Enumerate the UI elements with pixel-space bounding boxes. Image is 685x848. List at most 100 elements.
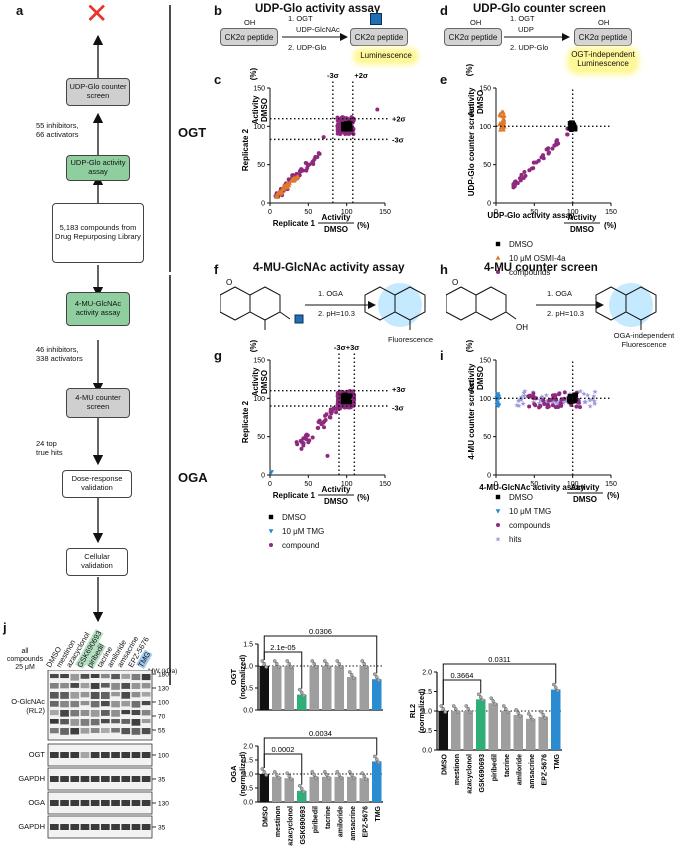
f-readout: Fluorescence [388, 335, 434, 344]
dmso-point [568, 121, 573, 126]
band [50, 710, 59, 716]
y-label-group: OGA(normalized) [229, 751, 247, 796]
compound-point [335, 131, 340, 136]
bar [513, 714, 523, 750]
compound-point [541, 156, 546, 161]
band [141, 719, 151, 724]
replicate-point [285, 771, 290, 775]
x-axis-activity: Activity [571, 483, 600, 492]
threshold-label: -3σ [327, 71, 339, 80]
dmso-point [346, 122, 351, 127]
hit-point: ★ [564, 395, 570, 403]
panel-label-d: d [440, 3, 448, 18]
compound-point [556, 404, 561, 409]
replicate-point [360, 659, 365, 663]
x-label-group: GSK690693 [300, 806, 307, 845]
legend-item: DMSO [487, 490, 551, 504]
tmg-point [269, 470, 274, 475]
compound-point [511, 182, 516, 187]
compound-point [304, 432, 309, 437]
d-peptide-left: CK2α peptide [444, 28, 502, 46]
mw-label: 180 [158, 672, 169, 679]
compound-point [527, 393, 532, 398]
replicate-point [351, 775, 356, 780]
x-tick-label: EPZ-5676 [362, 806, 369, 838]
legend-label: compounds [509, 267, 551, 277]
threshold-label: +2σ [354, 71, 368, 80]
replicate-point [351, 676, 356, 680]
replicate-point [274, 772, 279, 777]
replicate-point [349, 772, 354, 777]
compound-point [295, 442, 300, 447]
y-tick-label: 100 [479, 124, 491, 131]
band [121, 800, 131, 806]
compound-point [519, 172, 524, 177]
x-axis-label: Replicate 1 [273, 491, 316, 500]
y-tick-label: 0.5 [243, 686, 253, 693]
compound-point [554, 139, 559, 144]
band [90, 824, 100, 830]
hit-point: ★ [576, 400, 582, 408]
x-tick-label: 100 [341, 209, 353, 216]
band [90, 719, 100, 726]
y-tick-label: 50 [257, 162, 265, 169]
compound-point [518, 178, 523, 183]
svg-text:O: O [226, 278, 232, 287]
band [70, 752, 80, 758]
legend-label: 10 μM OSMI-4a [509, 253, 566, 263]
band [90, 728, 100, 734]
compound-point [538, 404, 543, 409]
legend-item: compounds [487, 265, 566, 279]
replicate-point [555, 688, 560, 693]
y-tick-label: 100 [253, 396, 265, 403]
band [50, 800, 59, 806]
band [111, 776, 120, 782]
dmso-point [345, 126, 350, 132]
replicate-point [260, 767, 265, 771]
compound-point [536, 158, 541, 163]
bar [451, 711, 461, 750]
panel-label-f: f [214, 262, 219, 277]
mw-label: 70 [158, 714, 166, 721]
bar [347, 776, 357, 802]
hit-point: ★ [518, 396, 524, 404]
bar [359, 778, 369, 802]
x-tick-label: 150 [379, 481, 391, 488]
legend-label: 10 μM TMG [282, 526, 325, 536]
blot-label: O-GlcNAc (RL2) [11, 697, 45, 715]
replicate-point [314, 775, 319, 780]
legend-marker [495, 509, 501, 514]
legend-label: compound [282, 540, 320, 550]
band [111, 710, 120, 717]
osmi-point [276, 189, 282, 195]
y-axis-label: OGA [229, 765, 238, 783]
replicate-point [493, 702, 498, 706]
y-axis-dmso: DMSO [260, 98, 269, 122]
y-tick-label: 2.0 [243, 744, 253, 751]
osmi-point [294, 174, 300, 179]
bar [322, 776, 332, 802]
bar [272, 776, 282, 802]
significance-bracket [263, 737, 378, 768]
replicate-point [314, 665, 319, 669]
band [131, 800, 141, 806]
bar [463, 711, 473, 750]
bar [259, 666, 269, 710]
x-label-group: amsacrine [529, 754, 536, 789]
hit-point: ★ [518, 396, 524, 404]
compound-point [304, 161, 309, 166]
hit-point: ★ [522, 387, 528, 395]
x-tick-label: piribedil [312, 806, 319, 833]
band [111, 719, 120, 724]
hit-point: ★ [581, 390, 587, 398]
compound-point [286, 177, 291, 182]
band [141, 701, 151, 706]
d-peptide-right: CK2α peptide [574, 28, 632, 46]
y-tick-label: 50 [483, 162, 491, 169]
compound-point [334, 410, 339, 415]
legend-label: 10 μM TMG [509, 506, 552, 516]
hit-point: ★ [553, 398, 559, 406]
x-tick-label: tacrine [325, 806, 332, 829]
